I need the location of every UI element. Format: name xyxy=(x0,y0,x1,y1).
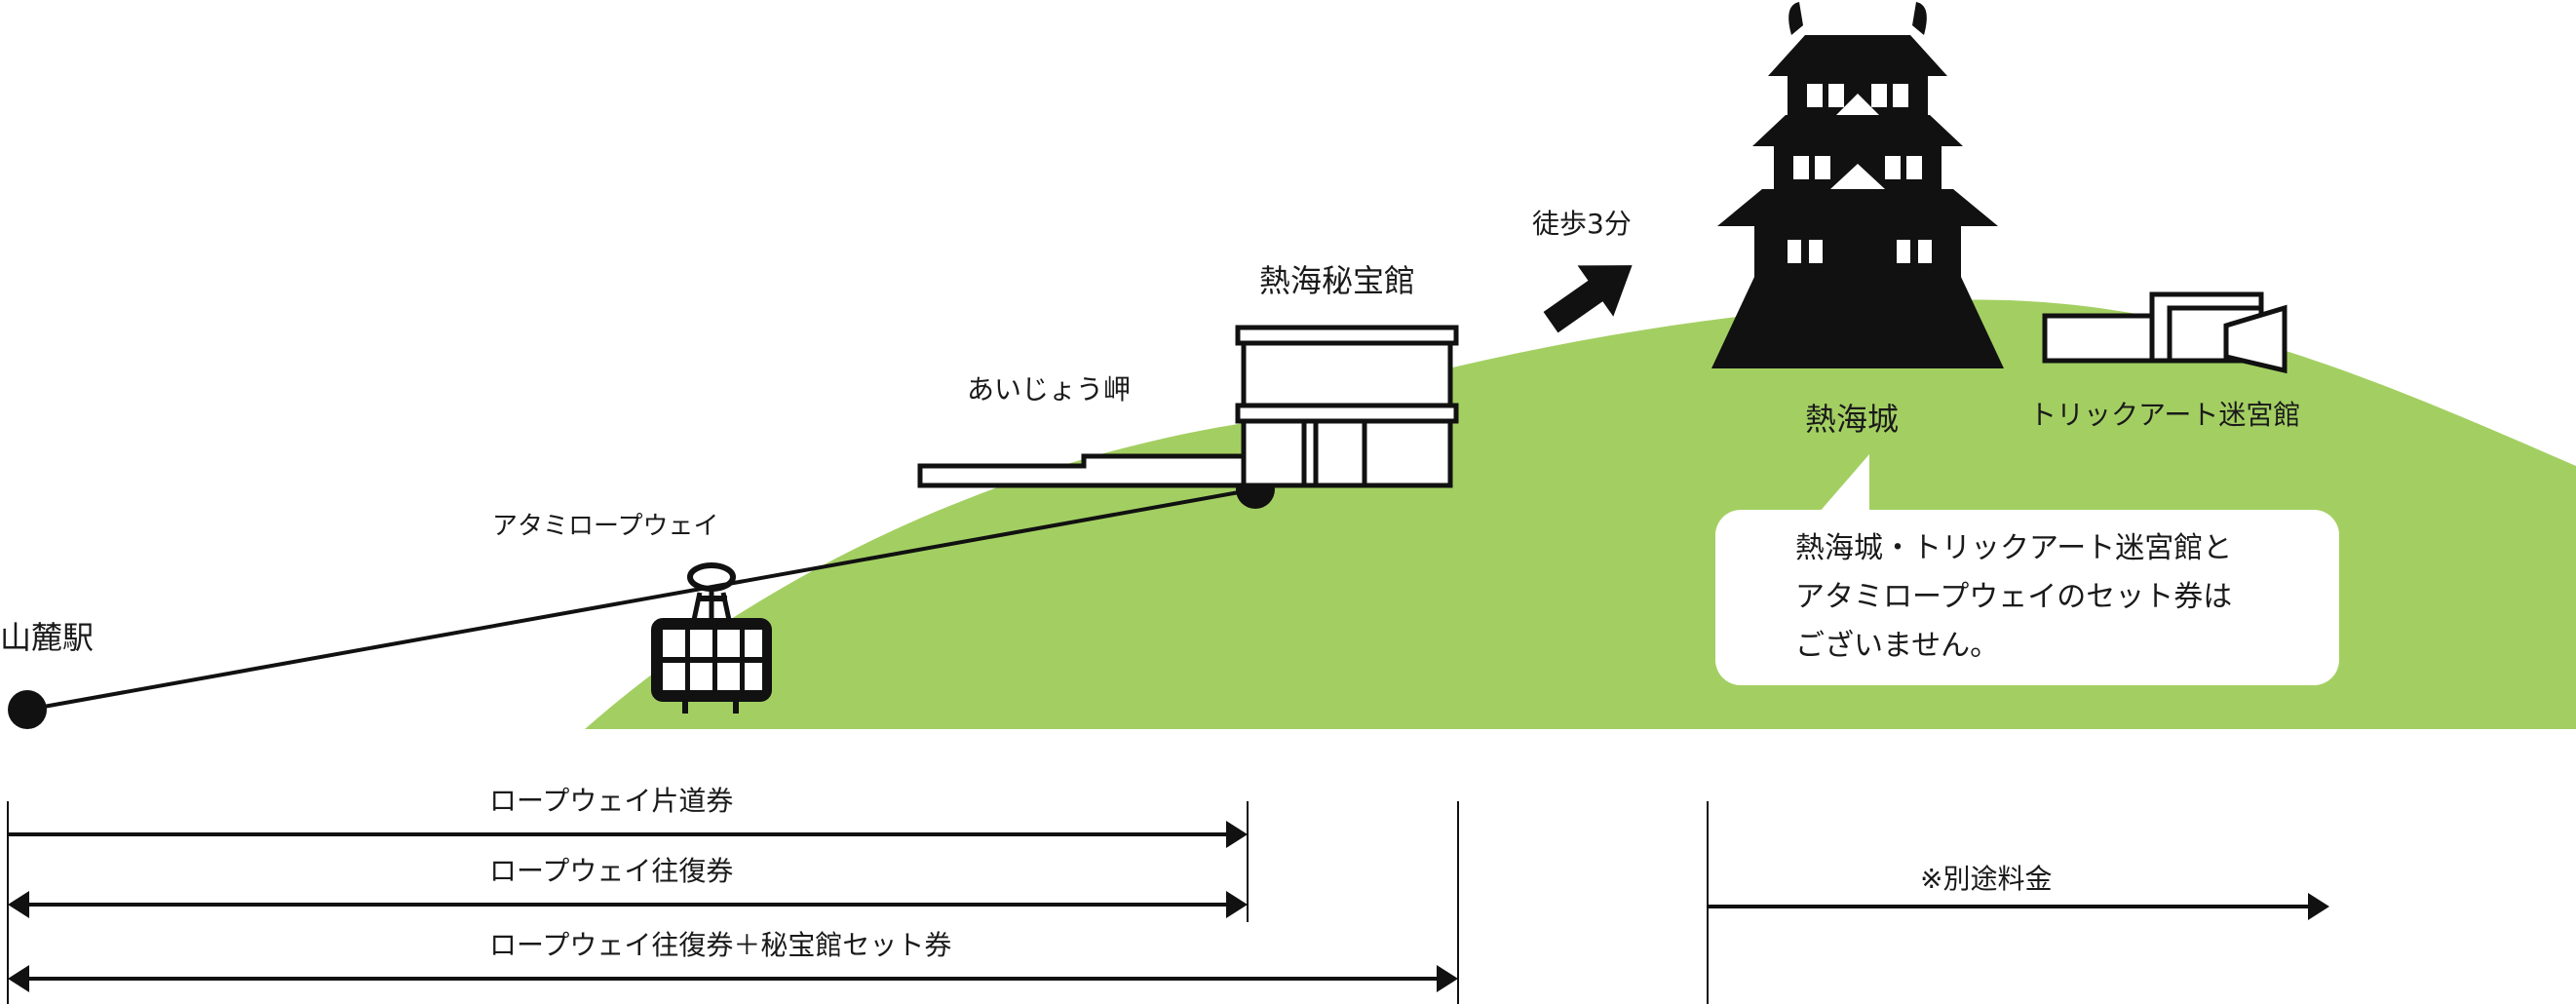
notice-bubble xyxy=(1715,454,2339,685)
separate-fee-label: ※別途料金 xyxy=(1920,863,2053,895)
notice-line-3: ございません。 xyxy=(1795,629,2000,663)
gondola-icon xyxy=(651,562,772,714)
aijo-misaki-label: あいじょう岬 xyxy=(967,373,1132,405)
ropeway-label: アタミロープウェイ xyxy=(492,512,719,541)
set-ticket-label: ロープウェイ往復券＋秘宝館セット券 xyxy=(489,929,952,961)
round-trip-ticket-label: ロープウェイ往復券 xyxy=(489,855,734,887)
castle-icon xyxy=(1711,2,2004,368)
atami-castle-label: 熱海城 xyxy=(1805,401,1900,438)
trick-art-building-icon xyxy=(2042,291,2288,374)
sanroku-station-node xyxy=(8,690,47,729)
sanroku-station-label: 山麓駅 xyxy=(0,619,95,656)
notice-text: 熱海城・トリックアート迷宮館と アタミロープウェイのセット券は ございません。 xyxy=(1795,524,2361,671)
ticket-ranges xyxy=(7,801,2329,1004)
aijo-misaki-icon xyxy=(917,453,1247,488)
trick-art-label: トリックアート迷宮館 xyxy=(2029,399,2301,431)
ropeway-cable xyxy=(26,487,1256,712)
walk-time-label: 徒歩3分 xyxy=(1532,208,1632,240)
notice-line-1: 熱海城・トリックアート迷宮館と xyxy=(1795,531,2233,565)
hihoukan-building-icon xyxy=(1235,325,1459,488)
hihoukan-label: 熱海秘宝館 xyxy=(1259,262,1416,299)
one-way-ticket-label: ロープウェイ片道券 xyxy=(489,785,734,817)
walk-arrow-icon xyxy=(1543,265,1633,333)
notice-line-2: アタミロープウェイのセット券は xyxy=(1795,580,2233,614)
